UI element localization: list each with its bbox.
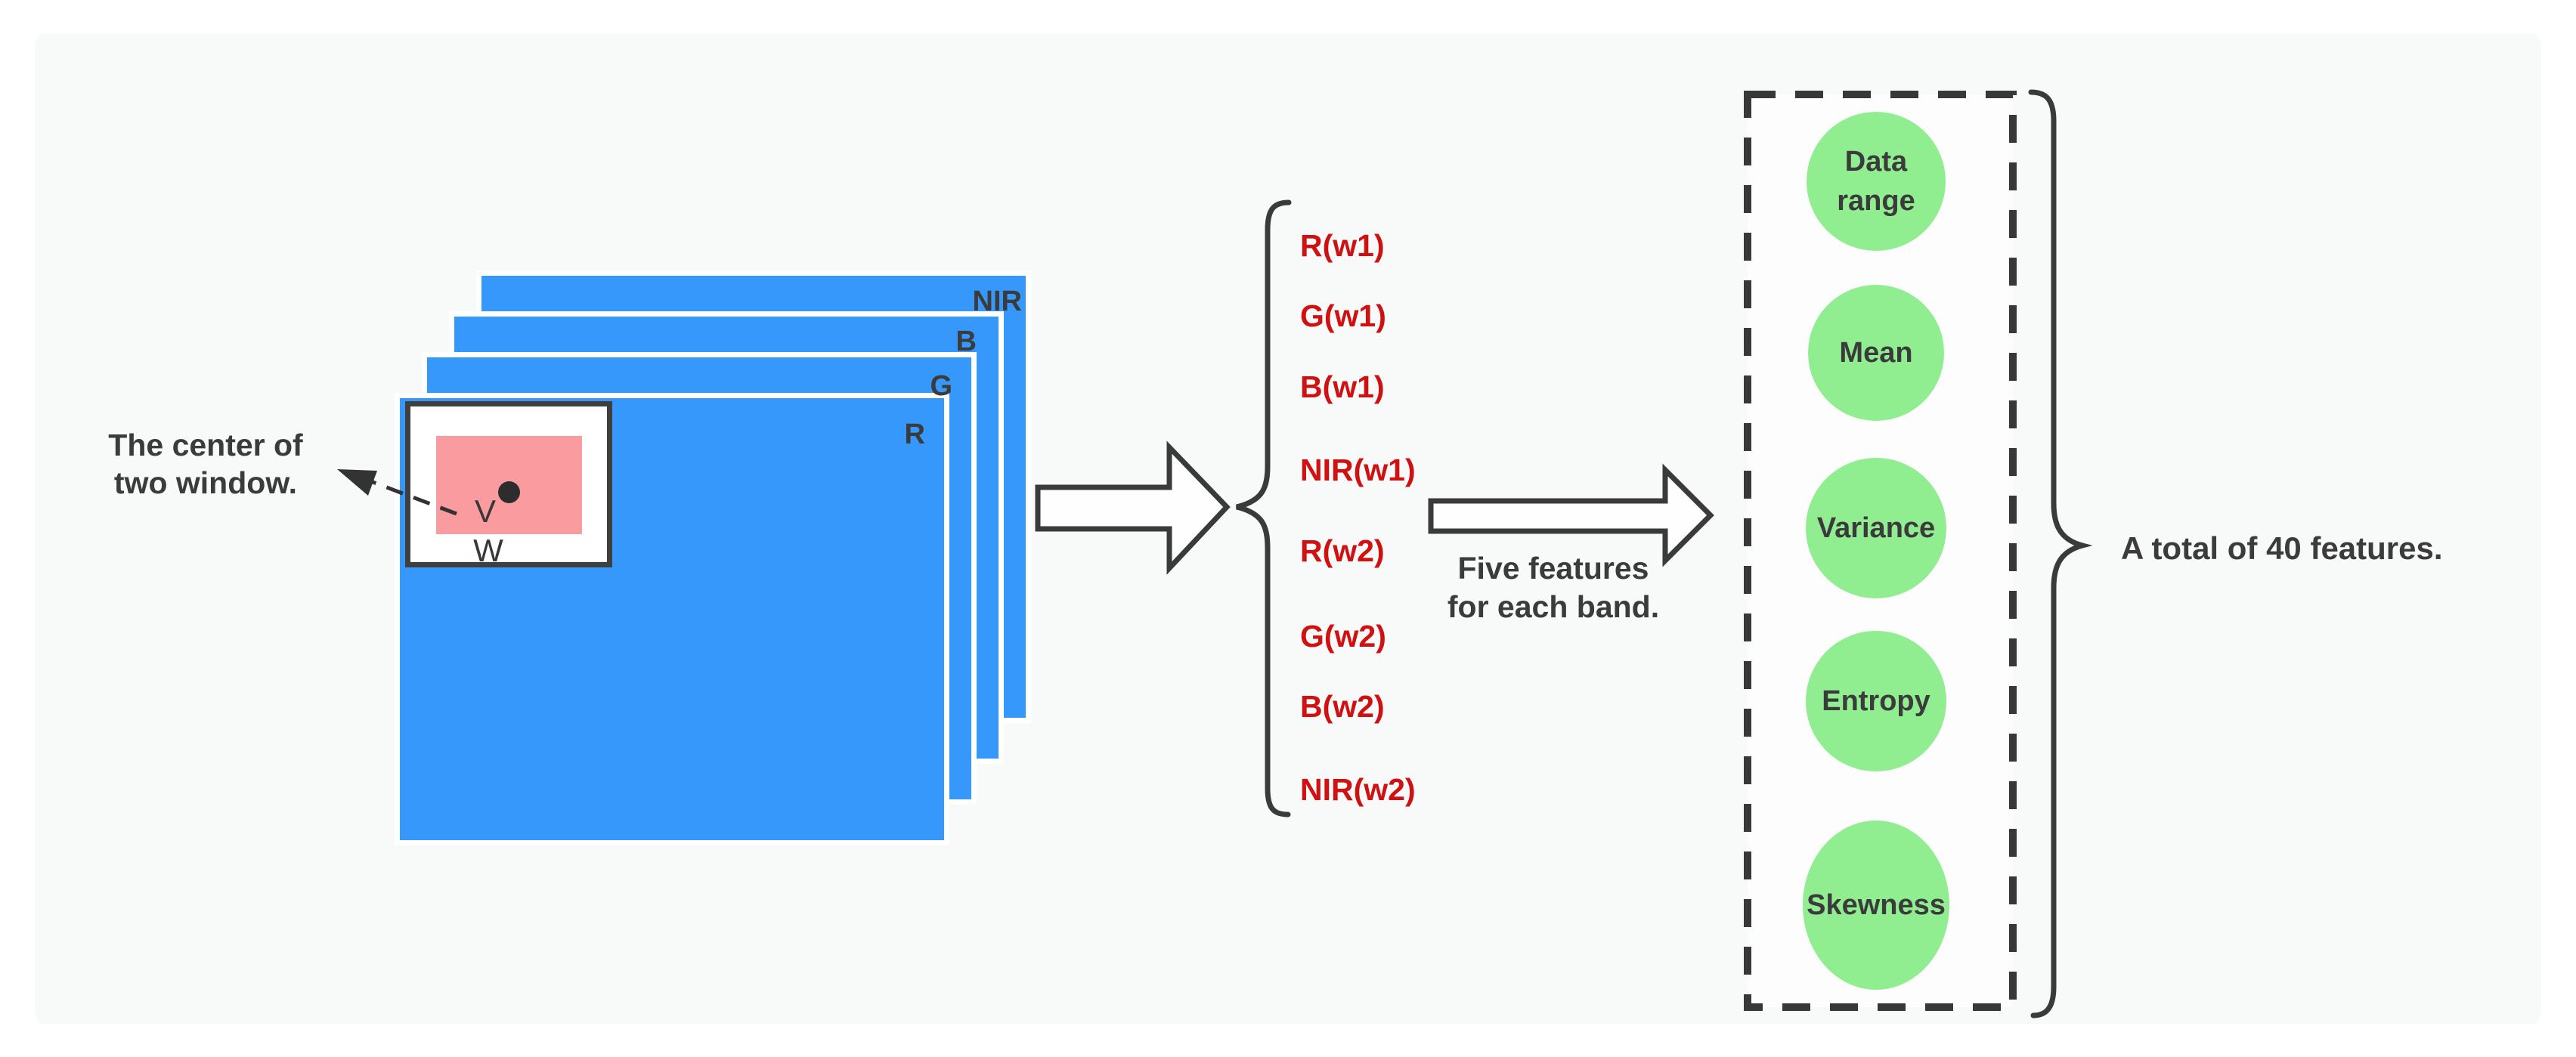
feature-item: NIR(w1)	[1300, 453, 1416, 487]
window-annotation-line2: two window.	[113, 465, 298, 500]
band-label-b: B	[955, 326, 977, 357]
feature-item: G(w1)	[1300, 298, 1386, 333]
arrow2-caption-line2: for each band.	[1447, 589, 1660, 624]
feature-item: B(w1)	[1300, 369, 1385, 404]
feature-item: NIR(w2)	[1300, 772, 1416, 807]
flow-arrow-1	[1035, 440, 1231, 575]
flow-arrow-2	[1428, 463, 1714, 567]
feature-circle-variance: Variance	[1806, 458, 1946, 598]
annotation-arrow-line	[372, 480, 457, 516]
total-features-caption: A total of 40 features.	[2121, 530, 2443, 566]
feature-item: R(w2)	[1300, 533, 1385, 568]
arrow2-caption: Five features for each band.	[1400, 549, 1707, 626]
feature-item: G(w2)	[1300, 619, 1386, 654]
feature-circle-mean: Mean	[1808, 285, 1944, 421]
feature-circle-data-range: Data range	[1807, 112, 1946, 251]
left-curly-brace	[1236, 199, 1292, 817]
band-label-nir: NIR	[972, 286, 1022, 317]
feature-circle-skewness: Skewness	[1803, 821, 1949, 990]
band-label-g: G	[930, 370, 952, 402]
feature-item: B(w2)	[1300, 689, 1385, 724]
arrow2-caption-line1: Five features	[1457, 551, 1649, 586]
window-center-dot	[498, 481, 520, 503]
inner-window-label: V	[474, 493, 496, 529]
feature-circle-entropy: Entropy	[1806, 631, 1946, 771]
annotation-arrowhead	[337, 469, 377, 496]
right-curly-brace	[2028, 89, 2093, 1018]
feature-item: R(w1)	[1300, 228, 1385, 263]
outer-window-label: W	[473, 533, 503, 568]
window-annotation-line1: The center of	[108, 428, 303, 462]
band-label-r: R	[904, 419, 925, 450]
